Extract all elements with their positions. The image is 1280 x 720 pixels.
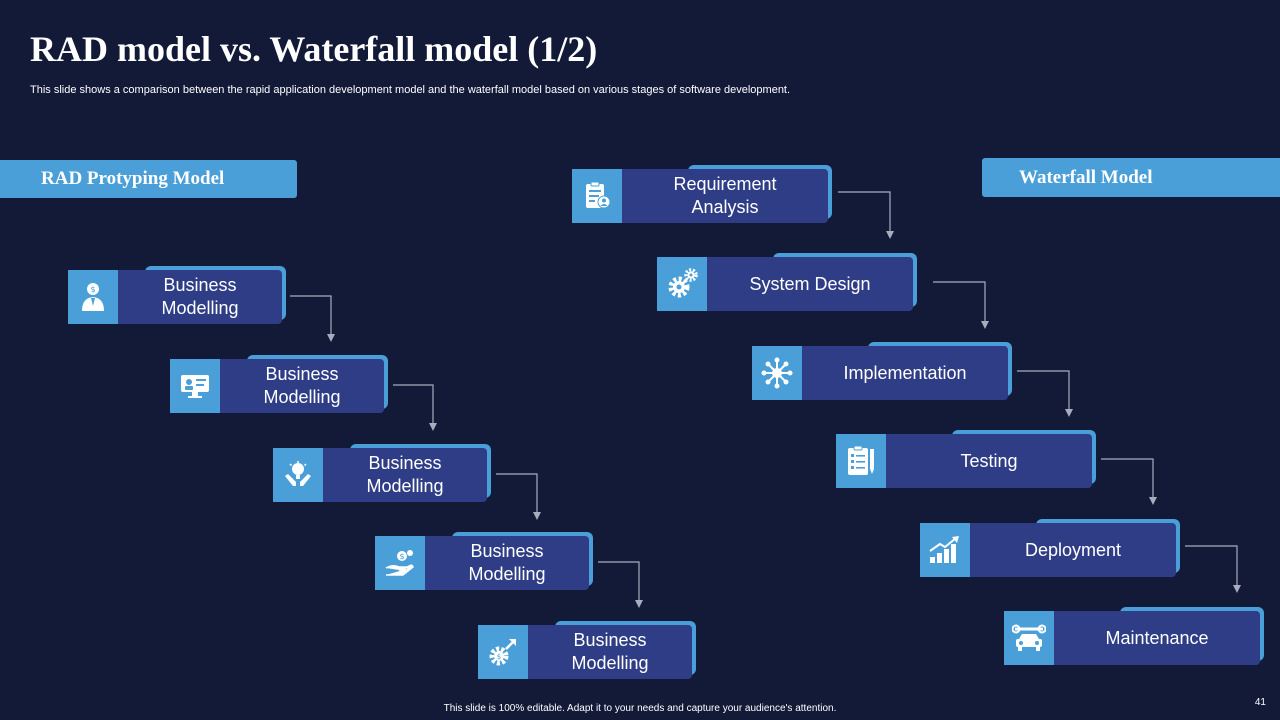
rad-step-2-label: Business Modelling bbox=[263, 364, 341, 407]
bar-chart-growth-icon bbox=[920, 523, 970, 577]
waterfall-step-4-label: Testing bbox=[960, 450, 1018, 471]
waterfall-step-2-label: System Design bbox=[749, 273, 871, 294]
waterfall-step-1: Requirement Analysis bbox=[572, 165, 832, 223]
slide-subtitle: This slide shows a comparison between th… bbox=[30, 84, 791, 96]
checklist-icon bbox=[836, 434, 886, 488]
businessman-icon: $ bbox=[68, 270, 118, 324]
waterfall-step-5: Deployment bbox=[920, 519, 1180, 577]
waterfall-step-5-label: Deployment bbox=[1024, 539, 1122, 560]
svg-text:$: $ bbox=[399, 552, 404, 561]
rad-step-2: Business Modelling bbox=[170, 355, 388, 413]
svg-text:$: $ bbox=[90, 285, 95, 294]
svg-text:$: $ bbox=[497, 653, 501, 661]
rad-step-3-label: Business Modelling bbox=[366, 453, 444, 496]
rad-step-1-label: Business Modelling bbox=[161, 275, 239, 318]
waterfall-step-4: Testing bbox=[836, 430, 1096, 488]
rad-step-5: $ Business Modelling bbox=[478, 621, 696, 679]
growth-gear-icon: $ bbox=[478, 625, 528, 679]
money-hand-icon: $ bbox=[375, 536, 425, 590]
waterfall-step-2: System Design bbox=[657, 253, 917, 311]
clipboard-user-icon bbox=[572, 169, 622, 223]
waterfall-step-3: Implementation bbox=[752, 342, 1012, 400]
rad-model-header: RAD Protyping Model bbox=[0, 160, 297, 198]
page-number: 41 bbox=[1254, 697, 1266, 708]
waterfall-step-6: Maintenance bbox=[1004, 607, 1264, 665]
rad-step-4-label: Business Modelling bbox=[468, 541, 546, 584]
slide-title: RAD model vs. Waterfall model (1/2) bbox=[30, 29, 598, 69]
rad-step-3: Business Modelling bbox=[273, 444, 491, 502]
rad-step-4: $ Business Modelling bbox=[375, 532, 593, 590]
rad-step-1: $ Business Modelling bbox=[68, 266, 286, 324]
waterfall-step-1-label: Requirement Analysis bbox=[673, 174, 777, 217]
monitor-profile-icon bbox=[170, 359, 220, 413]
car-wrench-icon bbox=[1004, 611, 1054, 665]
slide-footer: This slide is 100% editable. Adapt it to… bbox=[443, 703, 837, 714]
rad-step-5-label: Business Modelling bbox=[571, 630, 649, 673]
network-hub-icon bbox=[752, 346, 802, 400]
waterfall-step-3-label: Implementation bbox=[843, 362, 967, 383]
waterfall-step-6-label: Maintenance bbox=[1105, 627, 1209, 648]
waterfall-model-header: Waterfall Model bbox=[982, 158, 1280, 197]
gears-icon bbox=[657, 257, 707, 311]
idea-hands-icon bbox=[273, 448, 323, 502]
